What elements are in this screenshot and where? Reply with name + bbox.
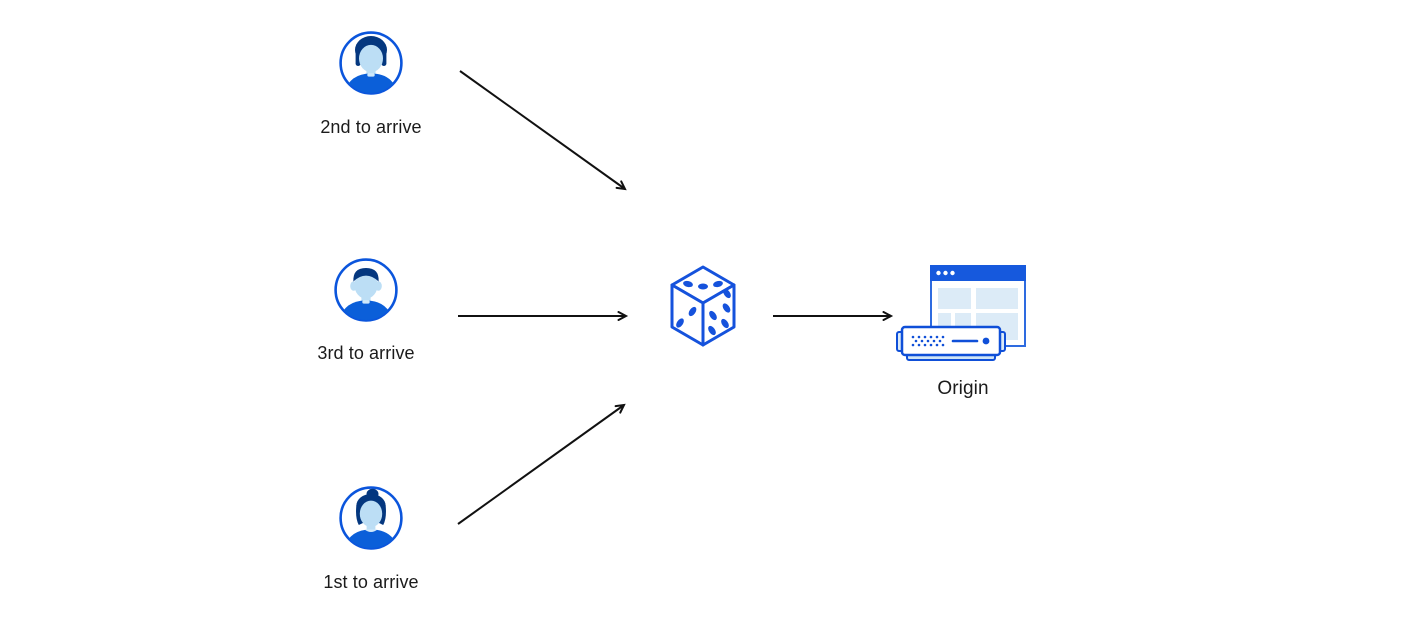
- client-label-2nd: 2nd to arrive: [320, 117, 422, 137]
- user-avatar-icon: [339, 31, 403, 95]
- dice-icon: [670, 265, 736, 347]
- server-icon: [896, 325, 1006, 361]
- user-avatar-icon: [334, 258, 398, 322]
- user-avatar-icon: [339, 486, 403, 550]
- origin-label: Origin: [937, 378, 989, 399]
- client-label-3rd: 3rd to arrive: [317, 343, 415, 363]
- origin-server-icon: [896, 265, 1026, 361]
- arrow-client1-to-dice: [457, 403, 626, 525]
- arrow-client2-to-dice: [459, 70, 627, 191]
- client-label-1st: 1st to arrive: [323, 572, 419, 592]
